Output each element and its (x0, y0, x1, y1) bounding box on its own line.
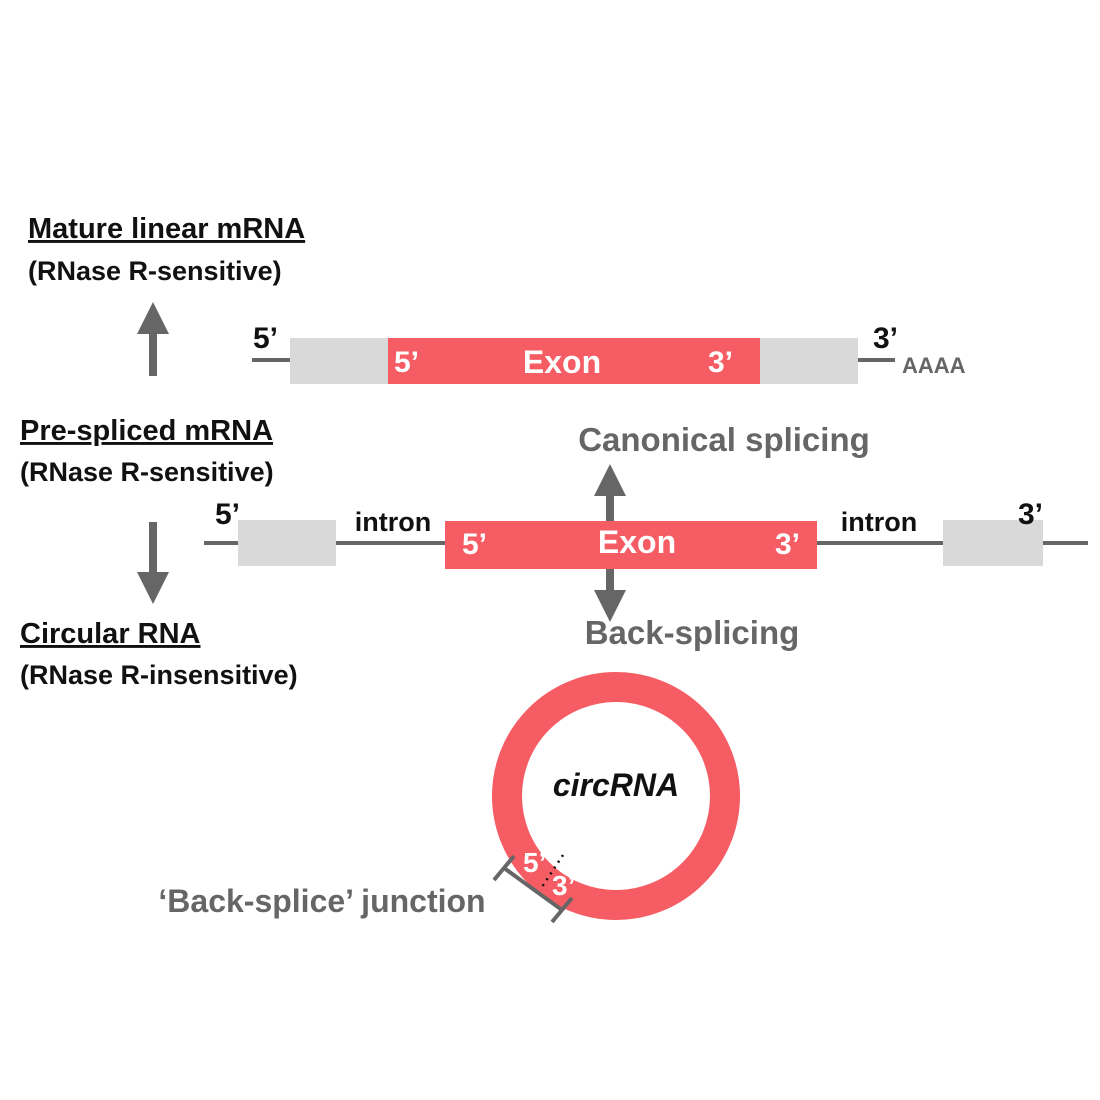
back-splice-junction-label: ‘Back-splice’ junction (158, 883, 485, 919)
junction-bracket (492, 854, 574, 924)
pre-mrna-title: Pre-spliced mRNA (20, 415, 273, 447)
pre-mrna: 5’ 3’ intron intron 5’ Exon 3’ (204, 498, 1088, 569)
circular-rna-subtitle: (RNase R-insensitive) (20, 660, 298, 690)
exon-block (388, 338, 760, 384)
exon-label: Exon (598, 524, 676, 560)
utr-block (290, 338, 390, 384)
pre-mrna-subtitle: (RNase R-sensitive) (20, 457, 274, 487)
junction-three-label: 3’ (552, 870, 575, 901)
flank-exon-block (943, 520, 1043, 566)
exon-five-label: 5’ (462, 528, 487, 561)
canonical-splicing-label: Canonical splicing (578, 421, 870, 458)
three-prime-label: 3’ (1018, 498, 1043, 531)
mature-mrna-title: Mature linear mRNA (28, 213, 305, 245)
flank-exon-block (238, 520, 336, 566)
circrna-label: circRNA (553, 767, 679, 803)
five-prime-label: 5’ (215, 498, 240, 531)
exon-block (445, 521, 817, 569)
three-prime-label: 3’ (873, 322, 898, 355)
five-prime-label: 5’ (253, 322, 278, 355)
mature-mrna: 5’ 3’ AAAA 5’ Exon 3’ (252, 322, 966, 384)
circrna: circRNA 5’ 3’ ‘Back-splice’ junction (158, 672, 740, 924)
junction-five-label: 5’ (523, 847, 546, 878)
intron-right-label: intron (841, 507, 917, 537)
exon-three-label: 3’ (708, 346, 733, 379)
polya-tail: AAAA (902, 353, 966, 378)
exon-five-label: 5’ (394, 346, 419, 379)
utr-block (760, 338, 858, 384)
exon-label: Exon (523, 344, 601, 380)
exon-three-label: 3’ (775, 528, 800, 561)
mature-mrna-subtitle: (RNase R-sensitive) (28, 256, 282, 286)
intron-left-label: intron (355, 507, 431, 537)
back-splicing-label: Back-splicing (585, 614, 800, 651)
circrna-ring (492, 672, 740, 920)
circular-rna-title: Circular RNA (20, 618, 201, 650)
